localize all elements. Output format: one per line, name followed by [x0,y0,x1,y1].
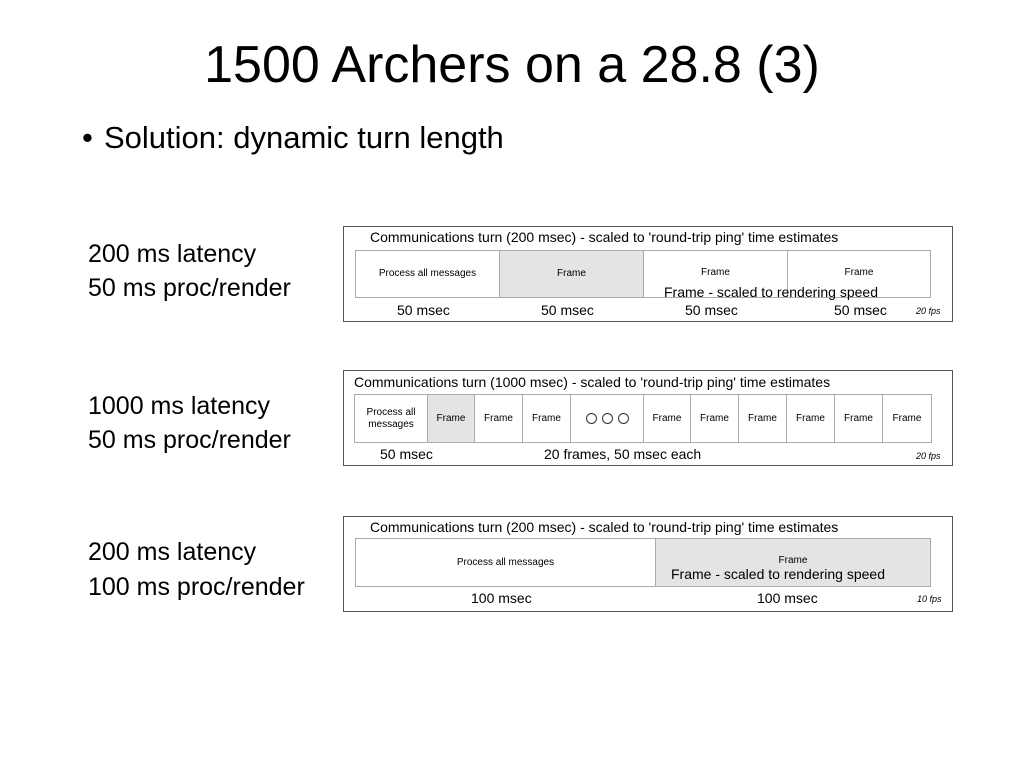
frame-cell: Frame [656,539,930,586]
scenario-1-proc: 50 ms proc/render [88,274,291,302]
time-label: 50 msec [541,302,594,318]
turn-row: Process all messages Frame Frame Frame F… [354,394,932,443]
turn-caption: Communications turn (200 msec) - scaled … [370,229,839,245]
time-label: 50 msec [834,302,887,318]
frame-cell: Frame [475,395,523,442]
scenario-2-diagram: Communications turn (1000 msec) - scaled… [343,370,953,466]
ellipsis-gap [571,395,643,442]
turn-row: Process all messages Frame [355,538,931,587]
overlay-label: Frame - scaled to rendering speed [664,284,878,300]
fps-label: 20 fps [916,306,941,316]
fps-label: 20 fps [916,451,941,461]
scenario-1-diagram: Communications turn (200 msec) - scaled … [343,226,953,322]
time-label: 50 msec [685,302,738,318]
process-cell: Process all messages [356,251,500,297]
frame-cell: Frame [500,251,644,297]
frame-cell: Frame [835,395,883,442]
process-cell: Process all messages [356,539,656,586]
bullet-item: • Solution: dynamic turn length [82,119,504,157]
scenario-3-latency: 200 ms latency [88,538,257,566]
scenario-1-latency: 200 ms latency [88,240,257,268]
frame-cell: Frame [428,395,475,442]
bullet-text: Solution: dynamic turn length [104,120,504,155]
frame-cell: Frame [787,395,835,442]
frame-cell: Frame [643,395,691,442]
frame-cell: Frame [523,395,571,442]
bullet-dot-icon: • [82,120,93,155]
three-circles-icon [585,413,629,424]
time-label: 20 frames, 50 msec each [544,446,702,462]
scenario-3-proc: 100 ms proc/render [88,573,305,601]
slide-title: 1500 Archers on a 28.8 (3) [204,36,820,94]
scenario-2-proc: 50 ms proc/render [88,426,291,454]
fps-label: 10 fps [917,594,942,604]
process-cell: Process all messages [355,395,428,442]
time-label: 50 msec [380,446,433,462]
overlay-label: Frame - scaled to rendering speed [671,566,885,582]
scenario-2-latency: 1000 ms latency [88,392,271,420]
frame-cell: Frame [739,395,787,442]
turn-row: Process all messages Frame Frame Frame [355,250,931,298]
time-label: 100 msec [757,590,818,606]
frame-cell: Frame [892,412,922,424]
frame-cell: Frame [691,395,739,442]
time-label: 100 msec [471,590,532,606]
frame-cell: Frame [644,251,788,297]
time-label: 50 msec [397,302,450,318]
turn-caption: Communications turn (1000 msec) - scaled… [354,374,831,390]
turn-caption: Communications turn (200 msec) - scaled … [370,519,839,535]
frame-cell: Frame [844,267,874,278]
scenario-3-diagram: Communications turn (200 msec) - scaled … [343,516,953,612]
